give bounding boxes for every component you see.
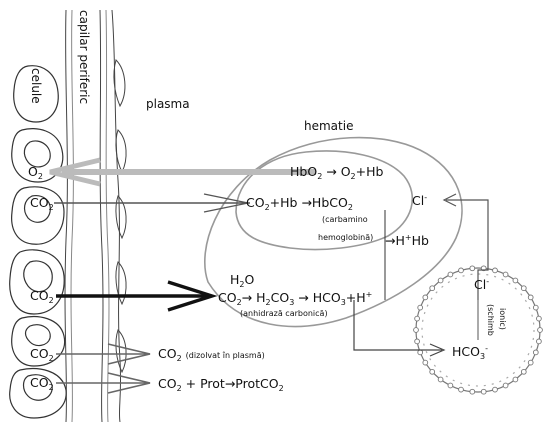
membrane-granule: [512, 376, 519, 383]
rbc-label: hematie: [304, 119, 353, 133]
bicarbonate-label: HCO3-: [452, 344, 488, 361]
membrane-granule: [532, 349, 539, 356]
exchange-note: ionic): [498, 308, 507, 330]
capillary-label: capilar periferic: [77, 10, 91, 104]
membrane-granule: [520, 368, 527, 375]
membrane-granule: [414, 315, 420, 322]
endothelial-cells: [113, 59, 127, 374]
anhydrase-note: (anhidrază carbonică): [240, 309, 328, 318]
membrane-granule: [413, 327, 419, 333]
rbc-inner-membrane: [235, 150, 414, 251]
membrane-granule: [422, 359, 429, 366]
membrane-granule: [458, 386, 464, 393]
membrane-granule: [537, 327, 543, 333]
tissue-cell-nucleus: [23, 140, 51, 168]
rbc-outer-membrane: [204, 136, 463, 328]
membrane-granule: [417, 349, 424, 356]
membrane-granule: [469, 388, 476, 395]
tissue-cell-nucleus: [22, 374, 53, 401]
membrane-granule: [536, 315, 542, 322]
chloride-shift-label: Cl-: [474, 277, 489, 292]
shift-cell-inner: [421, 273, 535, 387]
membrane-granule: [527, 359, 534, 366]
carbamino-note: hemoglobină): [318, 233, 373, 242]
chloride-line: [446, 199, 489, 300]
co2-cell-label: CO2: [30, 195, 54, 212]
protein-co2-label: CO2 + Prot→ProtCO2: [158, 376, 284, 393]
membrane-granule: [480, 388, 487, 395]
tissue-cell-nucleus: [24, 324, 51, 347]
tissue-cells: [9, 65, 67, 419]
tissue-cell-nucleus: [23, 260, 53, 293]
membrane-granule: [520, 285, 527, 292]
membrane-granule: [469, 265, 476, 272]
membrane-granule: [429, 285, 436, 292]
tissue-cell: [13, 65, 59, 123]
membrane-granule: [527, 294, 534, 301]
oxyhemoglobin-reaction: HbO2 → O2+Hb: [290, 164, 384, 181]
tissue-cell-nucleus: [23, 195, 51, 223]
co2-cell-label: CO2: [30, 346, 54, 363]
tissue-cell: [11, 128, 64, 183]
tissue-cell: [11, 315, 66, 367]
membrane-granule: [502, 271, 509, 278]
o2-cell-label: O2: [28, 164, 43, 181]
membrane-granule: [492, 267, 498, 274]
carbamino-note: (carbamino: [322, 215, 368, 224]
membrane-granule: [447, 271, 454, 278]
membrane-granule: [429, 368, 436, 375]
o2-arrow-head: [49, 157, 101, 187]
membrane-granule: [437, 277, 444, 284]
co2-cell-label: CO2: [30, 288, 54, 305]
cells-label: celule: [29, 68, 43, 104]
membrane-granule: [414, 338, 420, 345]
co2-cell-label: CO2: [30, 375, 54, 392]
membrane-granule: [422, 294, 429, 301]
transport-arrows: [49, 157, 489, 394]
dissolved-co2-label: CO2(dizolvat în plasmă): [158, 346, 265, 363]
h-hb-label: →H+Hb: [385, 233, 429, 248]
membrane-granules: [413, 265, 543, 395]
membrane-granule: [512, 277, 519, 284]
capillary-walls: [64, 9, 122, 422]
membrane-granule: [492, 386, 498, 393]
exchange-note: (schimb: [486, 304, 495, 336]
membrane-granule: [458, 267, 464, 274]
carbamino-reaction: CO2+Hb →HbCO2: [246, 195, 353, 212]
tissue-cell: [9, 249, 65, 315]
bicarbonate-shift-line: [353, 300, 442, 351]
carbonic-acid-reaction: CO2→ H2CO3 → HCO3+H+: [218, 290, 372, 307]
membrane-granule: [502, 382, 509, 389]
membrane-granule: [437, 376, 444, 383]
membrane-granule: [447, 382, 454, 389]
membrane-granule: [417, 304, 424, 311]
chloride-rbc-label: Cl-: [412, 193, 427, 208]
tissue-cell: [11, 186, 65, 245]
red-blood-cell: [204, 136, 463, 328]
water-label: H2O: [230, 272, 255, 289]
tissue-cell: [9, 368, 67, 419]
plasma-label: plasma: [146, 97, 190, 111]
membrane-granule: [536, 338, 542, 345]
membrane-granule: [532, 304, 539, 311]
